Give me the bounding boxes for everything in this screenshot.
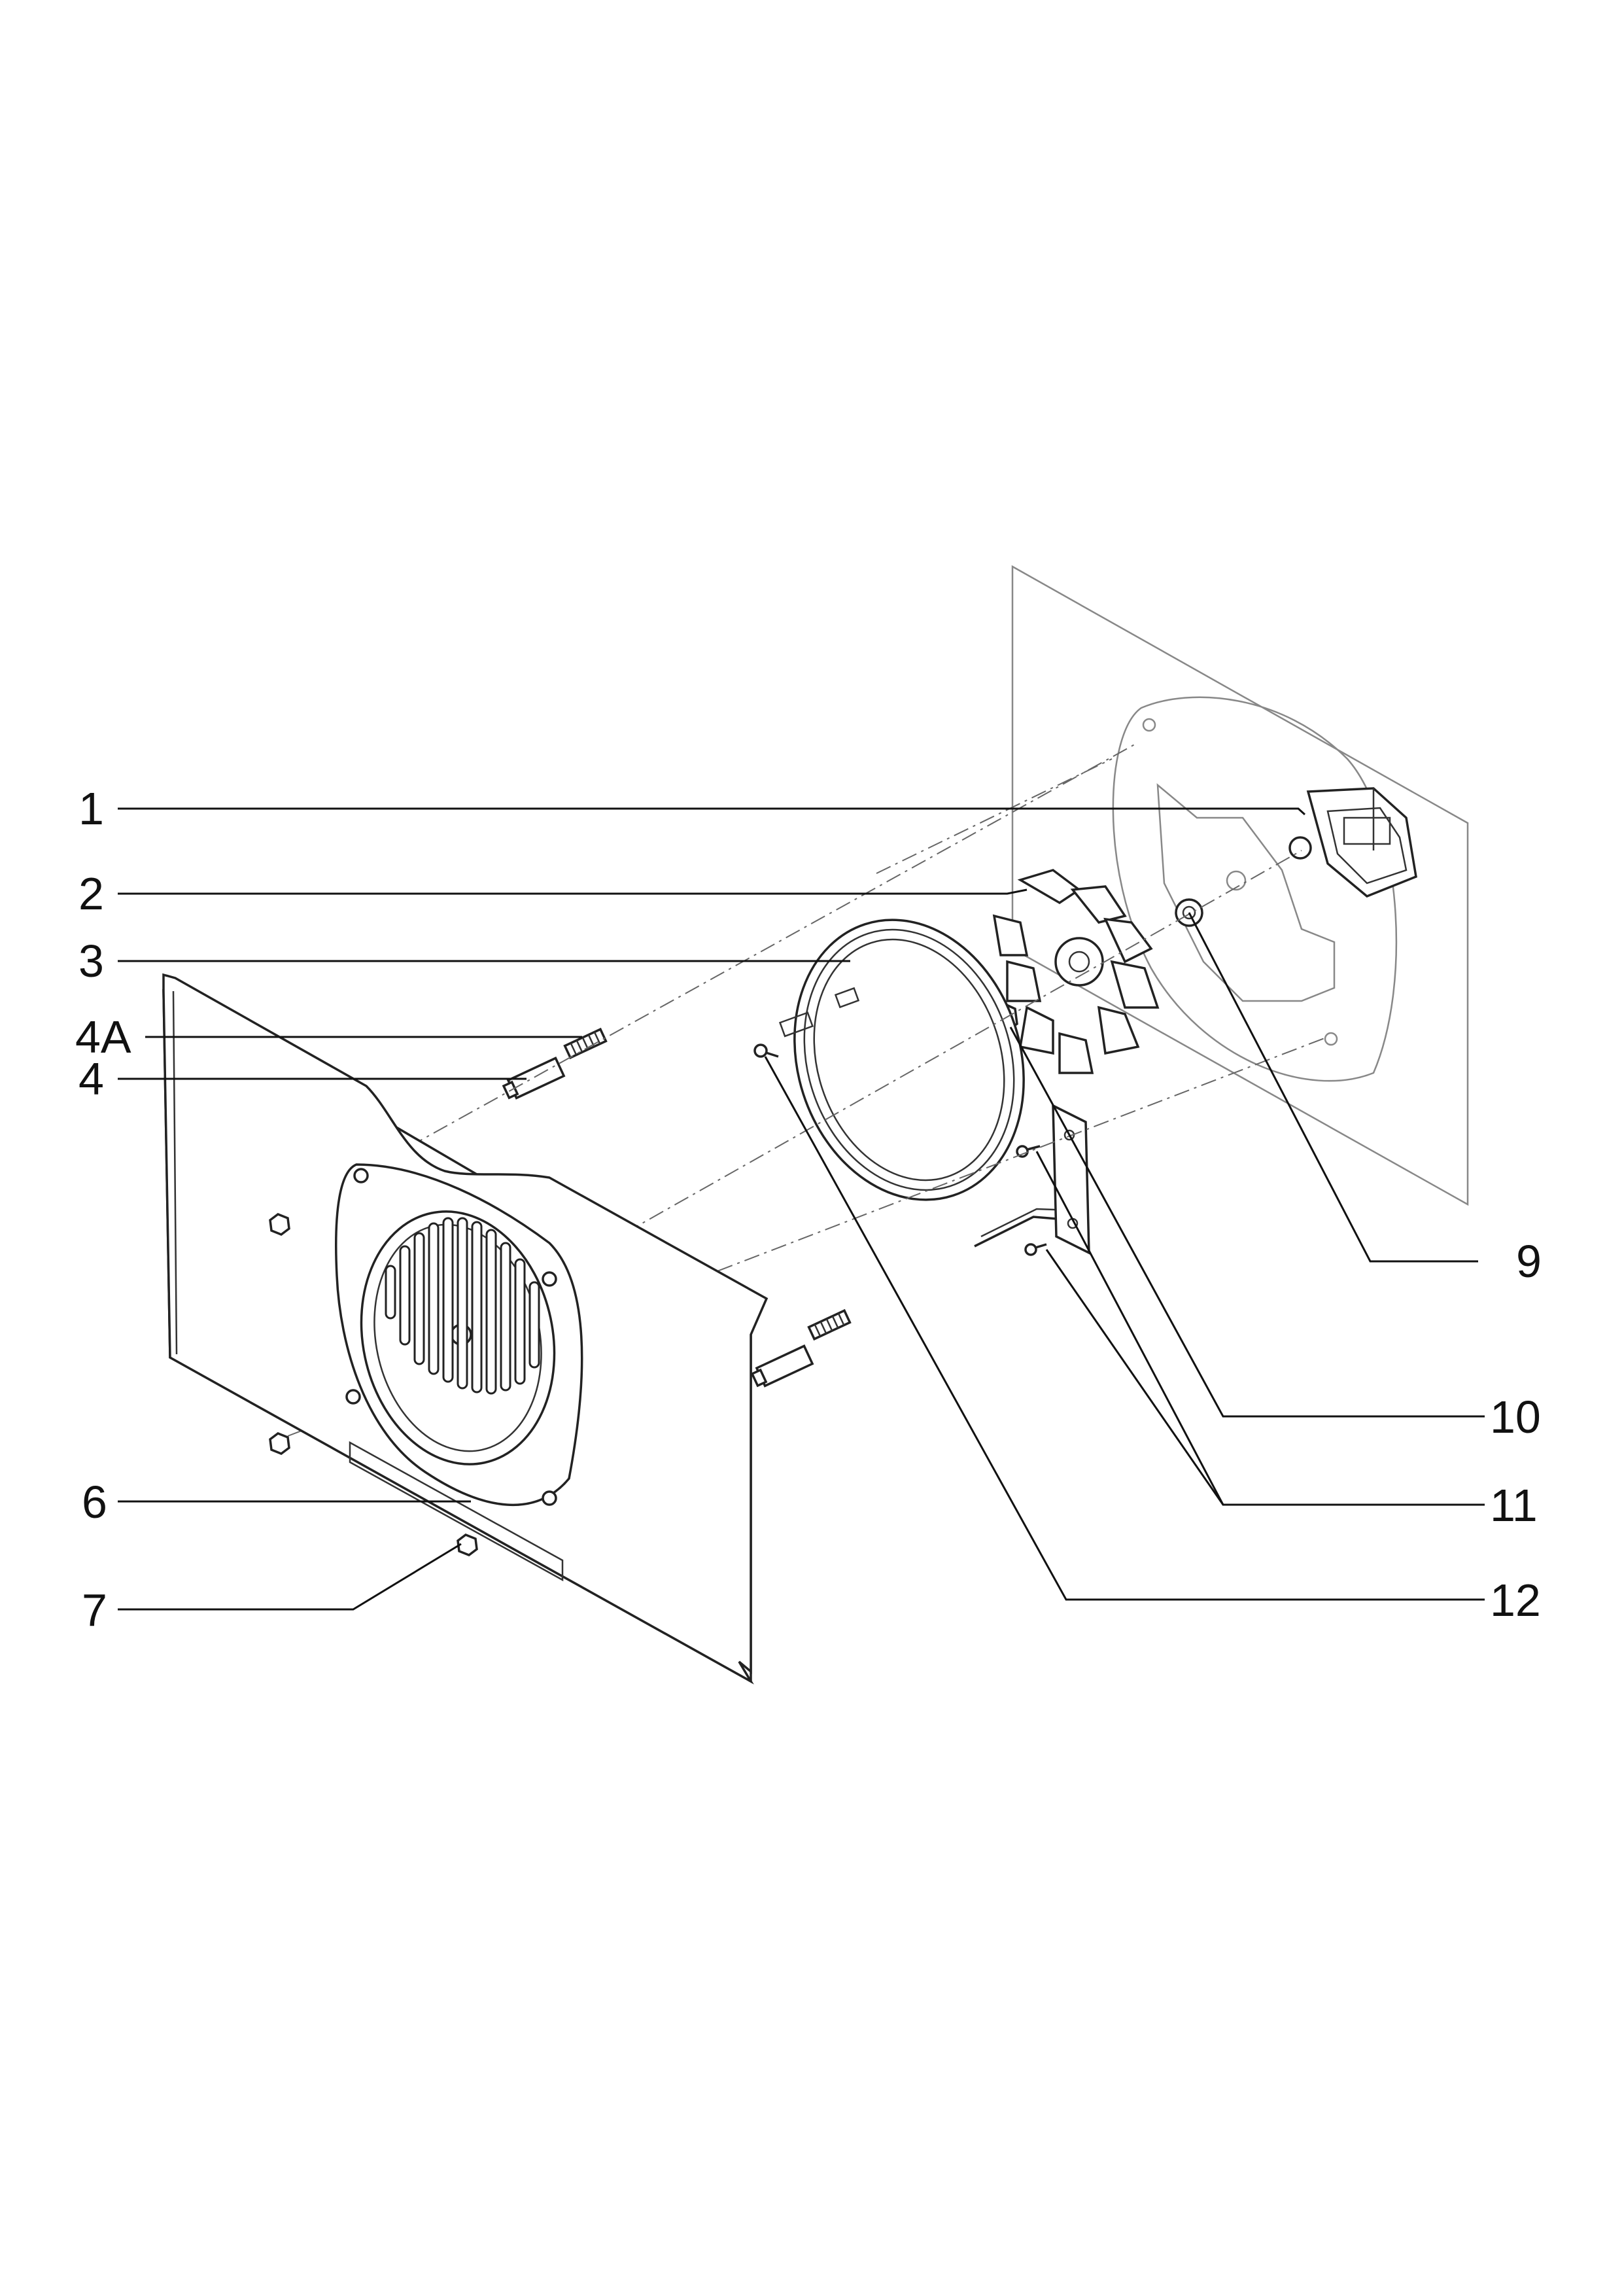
- screw-parts-11: [1016, 1145, 1047, 1256]
- callout-2: 2: [78, 868, 104, 919]
- callout-7: 7: [82, 1585, 107, 1636]
- screw-part-12: [753, 1043, 779, 1058]
- rear-wall-panel: [1011, 565, 1469, 1206]
- callout-6: 6: [82, 1477, 107, 1528]
- leader-lines: [118, 807, 1485, 1611]
- heating-element-part: [778, 919, 1090, 1255]
- callout-12: 12: [1490, 1575, 1541, 1626]
- fan-impeller-part: [992, 869, 1160, 1074]
- callout-10: 10: [1490, 1392, 1541, 1443]
- callout-1: 1: [78, 783, 104, 834]
- callout-11: 11: [1490, 1480, 1538, 1531]
- callout-3: 3: [78, 936, 104, 987]
- callout-4: 4: [78, 1053, 104, 1104]
- callout-labels: 1 2 3 4A 4 6 7 9 10 11 12: [75, 783, 1542, 1636]
- callout-9: 9: [1516, 1236, 1542, 1287]
- fan-grille-slots: [385, 1217, 540, 1395]
- motor-part: [1288, 787, 1417, 898]
- threaded-stud-parts: [563, 1027, 852, 1341]
- callout-4a: 4A: [75, 1011, 131, 1062]
- spacer-parts: [502, 1057, 814, 1388]
- panel-nut-parts: [269, 1213, 478, 1556]
